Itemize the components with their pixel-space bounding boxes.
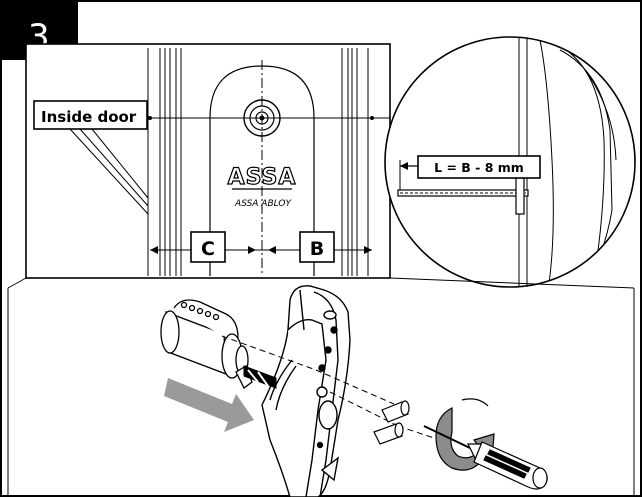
dimension-c-box [190, 231, 226, 263]
fixing-screws [373, 400, 410, 445]
door-edge-lines-left [147, 48, 182, 276]
lock-case [261, 285, 351, 497]
dimension-c-label: C [201, 238, 215, 260]
view-connector-lines [7, 117, 635, 497]
assa-logo-text: ASSA [228, 165, 297, 190]
inside-door-label-box [33, 100, 148, 130]
dimension-b-box [299, 231, 335, 263]
measurement-view: ASSA ASSA ABLOY Inside door C B [25, 43, 391, 279]
formula-label-box [417, 155, 541, 179]
zoom-detail-view: L = B - 8 mm [384, 36, 636, 288]
exploded-assembly [160, 285, 548, 497]
door-edge-lines-right [341, 48, 369, 276]
inside-door-leader-lines [69, 128, 149, 215]
inside-door-label: Inside door [41, 108, 137, 126]
dimension-b-label: B [310, 238, 324, 260]
assa-abloy-text: ASSA ABLOY [234, 199, 292, 209]
fixing-spindle [243, 365, 277, 389]
insert-direction-arrow-icon [164, 378, 254, 432]
assa-logo: ASSA ASSA ABLOY [227, 164, 297, 209]
formula-label: L = B - 8 mm [434, 160, 524, 175]
screwdriver-icon [423, 425, 548, 490]
lock-cylinder [160, 299, 253, 389]
